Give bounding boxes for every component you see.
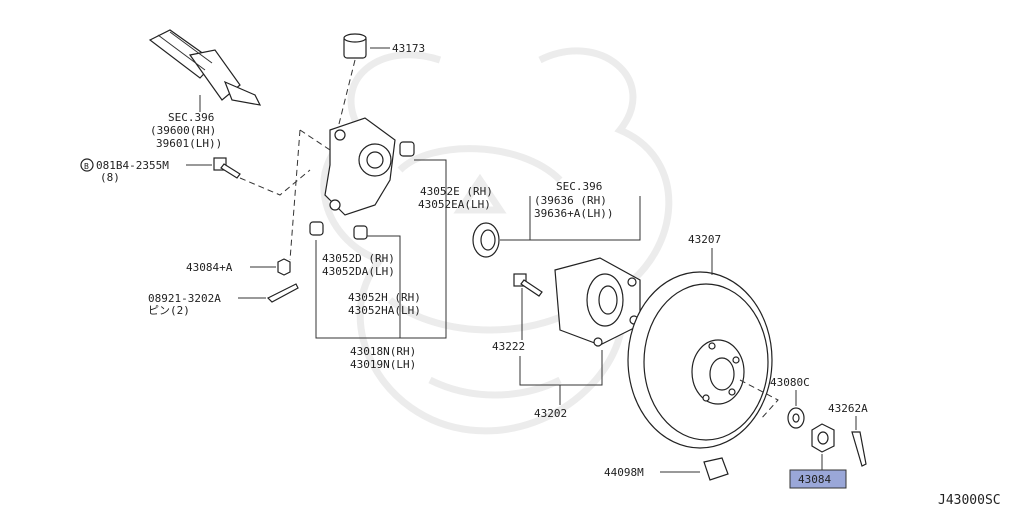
part-bolt-081b4[interactable] (213, 157, 241, 179)
part-43207-rotor[interactable] (627, 271, 773, 449)
part-43052d-bushing[interactable] (309, 221, 324, 236)
label-bolt-081b4: 081B4-2355M (96, 159, 169, 172)
label-43052ea: 43052EA(LH) (418, 198, 491, 211)
dash-knuckle (289, 129, 331, 261)
part-44098m-plug[interactable] (703, 457, 729, 481)
label-43222: 43222 (492, 340, 525, 353)
label-pin-08921: 08921-3202A (148, 292, 221, 305)
label-43052h: 43052H (RH) (348, 291, 421, 304)
label-43207: 43207 (688, 233, 721, 246)
label-43052ha: 43052HA(LH) (348, 304, 421, 317)
part-drive-shaft[interactable] (148, 29, 262, 106)
label-44098m: 44098M (604, 466, 644, 479)
part-43222-hub-bolt[interactable] (513, 273, 543, 297)
label-39600: (39600(RH) (150, 124, 216, 137)
label-43052d: 43052D (RH) (322, 252, 395, 265)
dash-43173 (334, 59, 356, 141)
part-43080c-washer[interactable] (787, 407, 805, 429)
part-43084a-nut[interactable] (277, 258, 291, 276)
label-43084: 43084 (798, 473, 831, 486)
part-43202-hub[interactable] (554, 257, 641, 347)
part-43173-bushing[interactable] (343, 33, 367, 59)
svg-text:B: B (84, 162, 89, 171)
part-43052e-bushing[interactable] (399, 141, 415, 157)
label-pin-qty: ピン(2) (148, 304, 190, 317)
part-seal-39636[interactable] (472, 222, 500, 258)
label-43019n: 43019N(LH) (350, 358, 416, 371)
bracket-43202 (519, 350, 603, 386)
bracket-43052h (367, 235, 401, 338)
bracket-sec396b (529, 196, 641, 241)
label-43080c: 43080C (770, 376, 810, 389)
label-43052da: 43052DA(LH) (322, 265, 395, 278)
label-43018n: 43018N(RH) (350, 345, 416, 358)
dash-bolt (239, 169, 311, 196)
label-43052e: 43052E (RH) (420, 185, 493, 198)
label-43202: 43202 (534, 407, 567, 420)
label-39636a: 39636+A(LH)) (534, 207, 613, 220)
part-knuckle[interactable] (324, 117, 396, 216)
label-43262a: 43262A (828, 402, 868, 415)
dash-43080c (739, 379, 779, 421)
highlight-43084[interactable] (789, 469, 847, 489)
label-39636: (39636 (RH) (534, 194, 607, 207)
label-bolt-qty: (8) (100, 171, 120, 184)
label-sec396b: SEC.396 (556, 180, 602, 193)
part-43084-nut[interactable] (811, 423, 835, 453)
part-43262a-cotter-pin[interactable] (851, 431, 867, 467)
bracket-43018n (315, 159, 447, 339)
part-43052h-bushing[interactable] (353, 225, 368, 240)
bolt-icon: B (80, 158, 94, 172)
label-sec396: SEC.396 (168, 111, 214, 124)
part-cotter-pin[interactable] (266, 283, 299, 303)
drawing-code: J43000SC (938, 493, 1001, 508)
label-39601: 39601(LH)) (156, 137, 222, 150)
label-43173: 43173 (392, 42, 425, 55)
label-43084a: 43084+A (186, 261, 233, 274)
